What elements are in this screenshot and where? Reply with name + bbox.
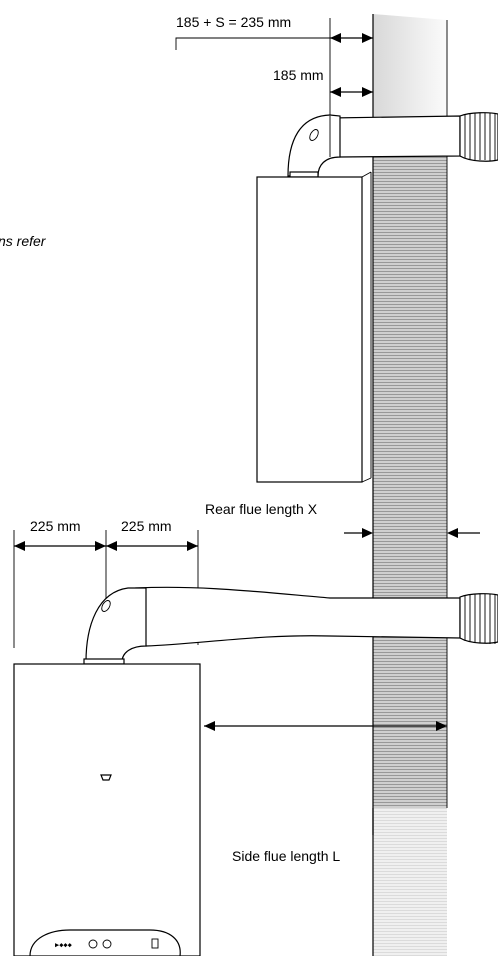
- left-dim-label-2: 225 mm: [121, 518, 172, 534]
- wall-hatched: [373, 120, 447, 808]
- rear-boiler-casing: [256, 176, 363, 483]
- control-knob-2-icon: [102, 939, 112, 949]
- control-knob-1-icon: [88, 939, 98, 949]
- wall-light-bottom: [373, 808, 447, 956]
- rear-flue-label: Rear flue length X: [205, 501, 318, 517]
- rear-flue-elbow: [287, 114, 341, 177]
- boiler-indicator-icon: [100, 774, 112, 781]
- side-flue-length-dimension: Side flue length L: [204, 721, 447, 864]
- total-leader-line: [175, 37, 330, 50]
- rear-flue-pipe: [329, 115, 461, 158]
- side-flue-label: Side flue length L: [232, 848, 340, 864]
- top-dimension-group: 185 + S = 235 mm 185 mm: [175, 14, 373, 118]
- control-panel-outline: [29, 929, 181, 956]
- side-elbow-cap: [101, 600, 111, 612]
- control-switch-icon: [151, 938, 159, 949]
- side-flue-elbow: [85, 587, 147, 663]
- side-flue-terminal: [459, 593, 498, 644]
- top-total-label: 185 + S = 235 mm: [176, 14, 291, 30]
- side-note-text: ns refer: [0, 233, 47, 249]
- rear-elbow-cap: [309, 129, 319, 141]
- left-dim-label-1: 225 mm: [30, 518, 81, 534]
- wall-light-top: [373, 14, 447, 120]
- rear-boiler-assembly: [256, 112, 498, 483]
- control-display-icon: ▶◆◆◆: [55, 941, 73, 949]
- side-boiler-assembly: ▶◆◆◆: [13, 586, 498, 956]
- rear-flue-terminal: [459, 112, 498, 162]
- side-boiler-casing: [13, 663, 201, 956]
- top-inner-label: 185 mm: [273, 67, 324, 83]
- wall: [372, 14, 448, 956]
- rear-flue-length-dimension: Rear flue length X: [205, 501, 480, 538]
